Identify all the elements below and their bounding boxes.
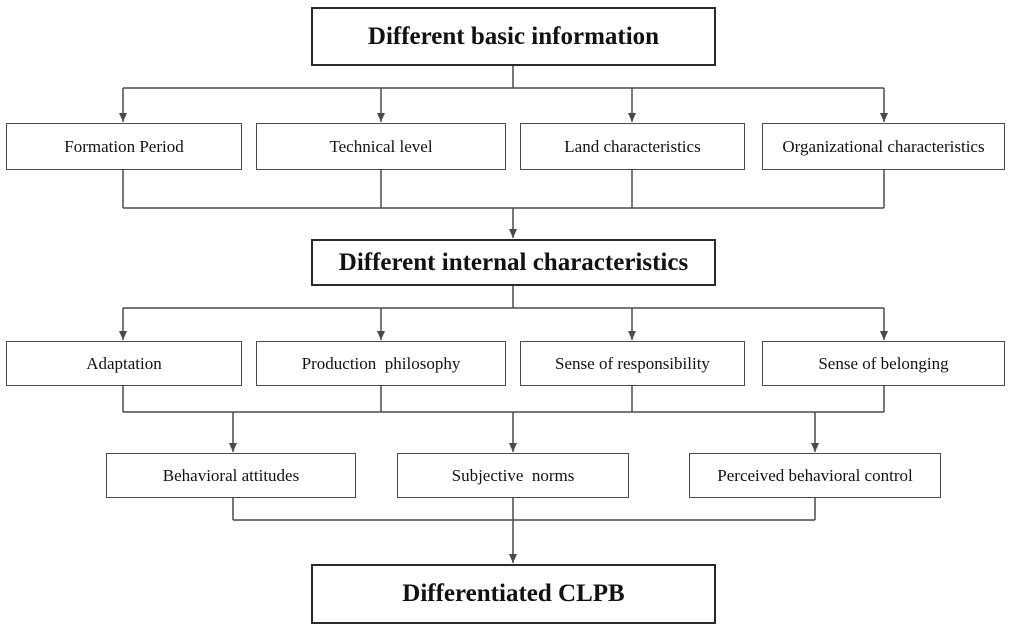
box-label: Different basic information: [367, 22, 660, 50]
box-label: Sense of responsibility: [555, 353, 710, 373]
box-label: Land characteristics: [564, 136, 701, 156]
box-land-characteristics: Land characteristics: [520, 123, 745, 170]
box-sense-of-belonging: Sense of belonging: [762, 341, 1005, 386]
box-sense-of-responsibility: Sense of responsibility: [520, 341, 745, 386]
box-label: Formation Period: [64, 136, 184, 156]
box-label: Adaptation: [86, 353, 162, 373]
box-label: Organizational characteristics: [782, 136, 985, 156]
box-subjective-norms: Subjective norms: [397, 453, 629, 498]
box-label: Subjective norms: [451, 465, 575, 485]
box-perceived-behavioral-control: Perceived behavioral control: [689, 453, 941, 498]
box-production-philosophy: Production philosophy: [256, 341, 506, 386]
box-label: Differentiated CLPB: [402, 580, 625, 607]
box-technical-level: Technical level: [256, 123, 506, 170]
box-label: Production philosophy: [301, 353, 461, 373]
box-different-basic-information: Different basic information: [311, 7, 716, 66]
box-adaptation: Adaptation: [6, 341, 242, 386]
box-label: Different internal characteristics: [338, 248, 689, 276]
box-label: Technical level: [329, 136, 433, 156]
box-label: Behavioral attitudes: [162, 465, 300, 485]
box-differentiated-clpb: Differentiated CLPB: [311, 564, 716, 624]
box-label: Sense of belonging: [818, 353, 949, 373]
box-label: Perceived behavioral control: [717, 465, 913, 485]
box-organizational-characteristics: Organizational characteristics: [762, 123, 1005, 170]
box-formation-period: Formation Period: [6, 123, 242, 170]
box-different-internal-characteristics: Different internal characteristics: [311, 239, 716, 286]
box-behavioral-attitudes: Behavioral attitudes: [106, 453, 356, 498]
